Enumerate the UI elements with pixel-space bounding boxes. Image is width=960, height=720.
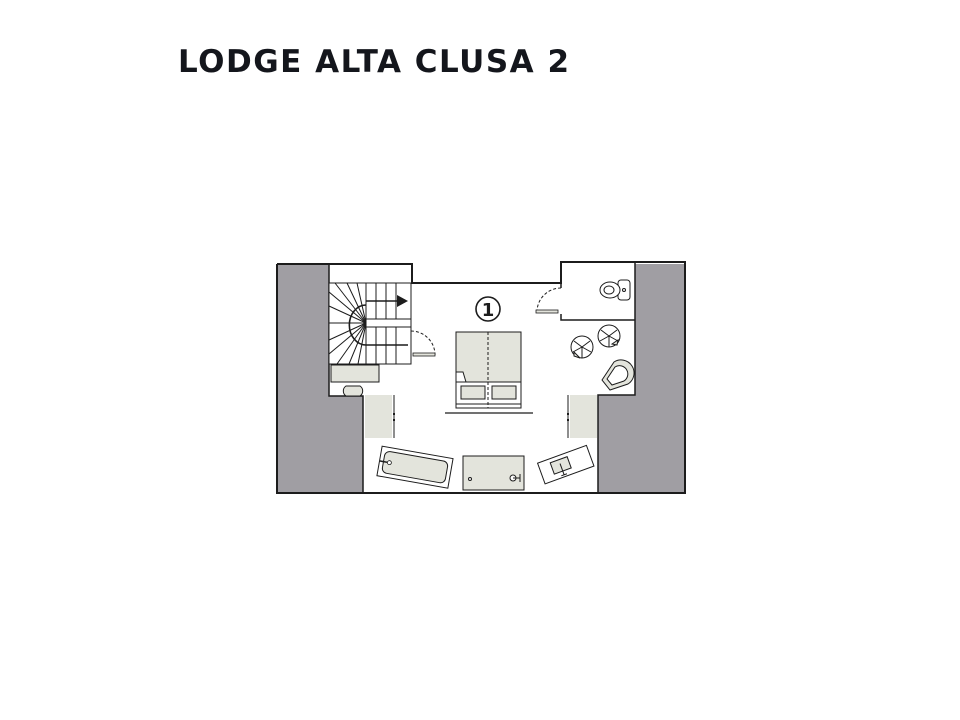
round-armchair-1 [570,335,594,359]
wardrobe-left [365,395,395,438]
stair-direction-arrow-icon [397,295,408,307]
room-number-marker: 1 [475,296,501,322]
room-number: 1 [482,300,495,321]
bathroom-door [535,287,562,314]
lounge-chair [601,359,635,391]
page-title: LODGE ALTA CLUSA 2 [178,44,571,80]
walls [276,261,686,494]
right-wall-block [635,264,685,493]
toilet [599,279,631,301]
outer-outline [276,261,686,494]
bathtub [376,445,454,489]
washbasin [536,444,595,485]
left-lower-wall-block [329,396,363,493]
stair-door [410,330,436,357]
desk [330,364,380,397]
double-bed [445,331,533,414]
left-wall-block [277,264,329,493]
right-lower-wall-block [598,395,635,493]
shower-tray [462,455,525,491]
round-armchair-2 [597,324,621,348]
wardrobe-right [567,395,597,438]
desk-chair [342,385,364,397]
staircase [328,282,412,365]
